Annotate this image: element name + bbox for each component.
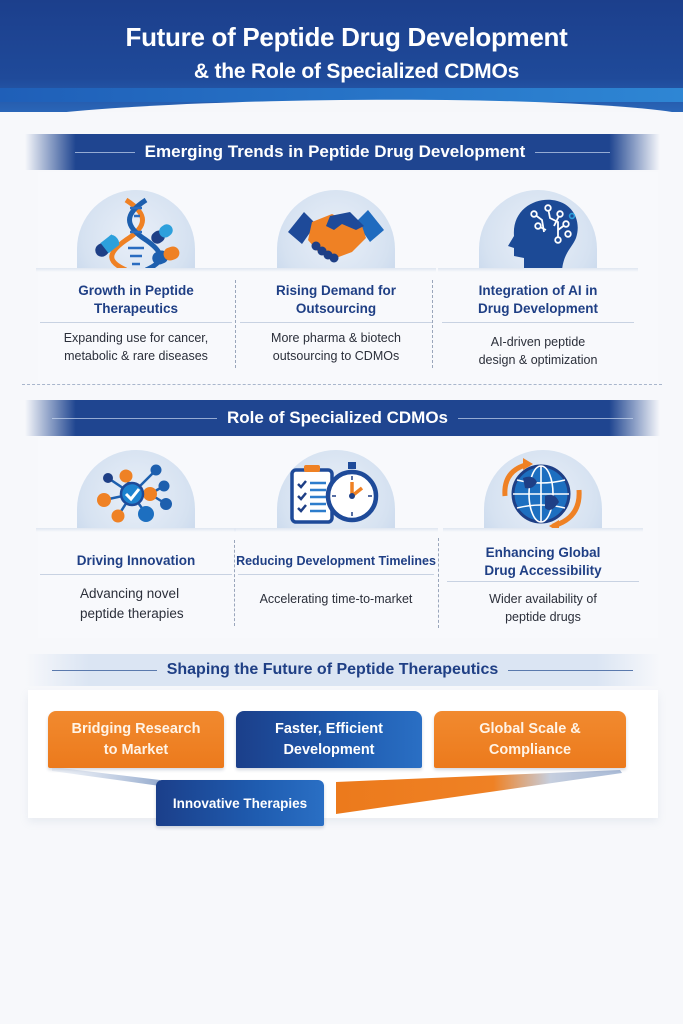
card-title-line: Integration of AI in xyxy=(478,283,598,298)
page-subtitle: & the Role of Specialized CDMOs xyxy=(193,60,520,83)
icon-shelf xyxy=(443,528,643,532)
section-banner-shaping-future: Shaping the Future of Peptide Therapeuti… xyxy=(25,654,660,686)
card-desc-line: peptide drugs xyxy=(505,610,581,624)
card-desc-line: Expanding use for cancer, xyxy=(63,331,209,345)
header-banner: Future of Peptide Drug Development & the… xyxy=(0,0,683,112)
card-description: Wider availability of peptide drugs xyxy=(443,590,643,626)
card-title: Growth in Peptide Therapeutics xyxy=(36,282,236,318)
header-accent-strip xyxy=(0,88,683,102)
card-title: Driving Innovation xyxy=(76,553,196,568)
card-divider xyxy=(40,574,232,575)
pill-label-line: Bridging Research xyxy=(71,720,201,737)
card-title: Enhancing Global Drug Accessibility xyxy=(443,544,643,580)
banner-rule-right xyxy=(458,417,634,419)
banner-rule-left xyxy=(51,417,217,419)
section-banner-emerging-trends: Emerging Trends in Peptide Drug Developm… xyxy=(25,134,660,170)
column-separator xyxy=(234,540,235,626)
card-title-line: Outsourcing xyxy=(295,301,377,316)
icon-shelf xyxy=(236,268,436,272)
pillar-innovative-therapies: Innovative Therapies xyxy=(156,780,324,826)
trends-panel: Growth in Peptide Therapeutics Expanding… xyxy=(36,172,658,384)
card-divider xyxy=(238,574,434,575)
icon-shelf xyxy=(234,528,438,532)
page-title: Future of Peptide Drug Development xyxy=(125,22,568,52)
card-title: Reducing Development Timelines xyxy=(236,554,436,568)
card-title-line: Drug Development xyxy=(477,301,599,316)
pill-label: Bridging Research to Market xyxy=(72,719,201,761)
pillar-bridging-research: Bridging Research to Market xyxy=(48,711,224,768)
network-nodes-check-icon xyxy=(97,464,172,523)
banner-rule-left xyxy=(51,669,157,671)
pillar-global-scale: Global Scale & Compliance xyxy=(434,711,626,768)
checklist-stopwatch-icon xyxy=(290,462,379,524)
section-title: Role of Specialized CDMOs xyxy=(226,408,449,427)
card-desc-line: design & optimization xyxy=(478,353,598,367)
card-desc-line: AI-driven peptide xyxy=(490,335,586,349)
card-divider xyxy=(447,581,639,582)
cdmo-role-panel: Driving Innovation Advancing novel pepti… xyxy=(36,438,658,638)
card-title-line: Growth in Peptide xyxy=(78,283,194,298)
card-desc-line: outsourcing to CDMOs xyxy=(272,349,400,363)
icon-shelf xyxy=(36,528,236,532)
column-separator xyxy=(432,280,433,368)
pill-label-line: Faster, Efficient xyxy=(275,720,383,737)
card-desc-line: Wider availability of xyxy=(489,592,597,606)
card-desc-line: More pharma & biotech xyxy=(271,331,401,345)
ai-head-circuit-icon xyxy=(508,199,578,268)
icon-backdrop xyxy=(77,450,195,528)
card-divider xyxy=(40,322,232,323)
pill-label-line: Global Scale & xyxy=(479,720,581,737)
card-divider xyxy=(442,322,634,323)
banner-rule-right xyxy=(535,151,611,153)
icon-shelf xyxy=(438,268,638,272)
card-description: Accelerating time-to-market xyxy=(259,592,413,606)
card-description: AI-driven peptide design & optimization xyxy=(438,333,638,369)
banner-rule-left xyxy=(74,151,135,153)
handshake-icon xyxy=(288,210,384,263)
pill-label: Innovative Therapies xyxy=(172,795,308,811)
section-divider xyxy=(22,384,662,385)
column-separator xyxy=(438,538,439,628)
icon-backdrop xyxy=(484,450,602,528)
card-desc-line: Advancing novel xyxy=(80,586,180,601)
card-title-line: Enhancing Global xyxy=(485,545,601,560)
connector-left xyxy=(52,767,160,786)
card-desc-line: metabolic & rare diseases xyxy=(64,349,208,363)
icon-backdrop xyxy=(277,450,395,528)
pill-label-line: Development xyxy=(283,741,375,758)
card-title-line: Drug Accessibility xyxy=(484,563,602,578)
card-title: Integration of AI in Drug Development xyxy=(438,282,638,318)
dna-capsules-icon xyxy=(95,197,180,268)
section-banner-role-of-cdmos: Role of Specialized CDMOs xyxy=(25,400,660,436)
icon-backdrop xyxy=(479,190,597,268)
pill-label-line: to Market xyxy=(103,741,169,758)
card-divider xyxy=(240,322,432,323)
pillar-faster-development: Faster, Efficient Development xyxy=(236,711,422,768)
icon-shelf xyxy=(36,268,236,272)
connector-right xyxy=(336,770,622,814)
icon-backdrop xyxy=(77,190,195,268)
pill-label: Global Scale & Compliance xyxy=(479,719,581,761)
icon-backdrop xyxy=(277,190,395,268)
card-title-line: Therapeutics xyxy=(93,301,179,316)
column-separator xyxy=(235,280,236,368)
card-description: Advancing novel peptide therapies xyxy=(36,584,236,624)
card-desc-line: peptide therapies xyxy=(80,606,184,621)
banner-rule-right xyxy=(508,669,634,671)
section-title: Shaping the Future of Peptide Therapeuti… xyxy=(166,661,499,678)
card-title: Rising Demand for Outsourcing xyxy=(236,282,436,318)
section-title: Emerging Trends in Peptide Drug Developm… xyxy=(144,142,526,161)
card-title-line: Rising Demand for xyxy=(275,283,396,298)
globe-arrows-icon xyxy=(502,458,582,528)
card-description: Expanding use for cancer, metabolic & ra… xyxy=(36,329,236,365)
card-description: More pharma & biotech outsourcing to CDM… xyxy=(236,329,436,365)
pill-label: Faster, Efficient Development xyxy=(275,719,383,761)
pill-label-line: Compliance xyxy=(488,741,572,758)
